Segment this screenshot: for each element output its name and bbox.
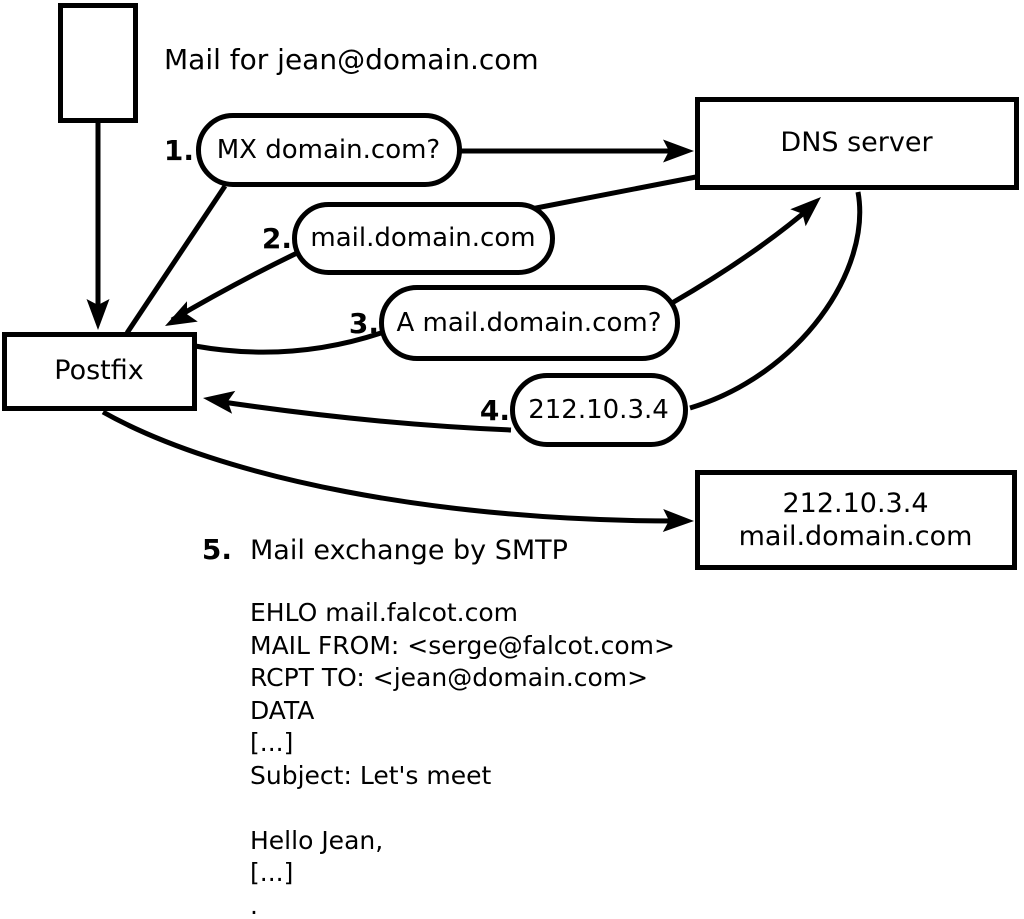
arrow-postfix-to-step3 [194,330,382,355]
arrow-step2-to-postfix [170,250,299,323]
dns-server-label: DNS server [780,126,933,158]
step-2-label: mail.domain.com [310,223,536,253]
mail-server-node [695,470,1017,570]
arrow-step3-to-dns [670,204,814,306]
arrowhead-into-mailserver [662,508,694,532]
mail-server-address: 212.10.3.4 mail.domain.com [697,472,1014,567]
arrow-postfix-to-mailserver [101,409,685,524]
mail-server-ip: 212.10.3.4 [782,487,929,519]
arrow-step4-to-postfix [215,398,512,433]
step-1-number: 1. [163,134,194,167]
step-5-label: Mail exchange by SMTP [250,535,568,566]
arrowhead-step4-into-postfix [203,390,236,414]
step-4-label: 212.10.3.4 [528,394,669,425]
step-3-number: 3. [348,307,379,340]
smtp-session-text: EHLO mail.falcot.com MAIL FROM: <serge@f… [250,598,675,919]
step-1-bubble [196,113,462,187]
step-5-number: 5. [201,533,232,566]
arrowhead-into-dns-left [663,139,694,163]
postfix-node [2,332,197,411]
mail-title: Mail for jean@domain.com [164,43,539,76]
step-2-bubble [292,202,555,275]
step-4-number: 4. [479,394,510,427]
step-3-label: A mail.domain.com? [396,307,662,338]
arrowhead-step3-into-dns [790,197,821,227]
mail-server-hostname: mail.domain.com [738,520,973,552]
postfix-label: Postfix [54,354,144,386]
step-2-number: 2. [261,222,292,255]
envelope-icon [58,3,138,123]
arrowhead-into-postfix-top [86,299,110,330]
arrow-dns-to-step4 [689,191,863,411]
step-1-label: MX domain.com? [216,134,441,165]
arrowhead-step2-into-postfix [165,301,198,326]
step-3-bubble [379,285,680,361]
arrow-dns-to-step2 [530,174,697,212]
step-4-bubble [510,373,688,447]
dns-server-node [695,97,1019,190]
arrow-postfix-to-step1 [124,184,228,335]
